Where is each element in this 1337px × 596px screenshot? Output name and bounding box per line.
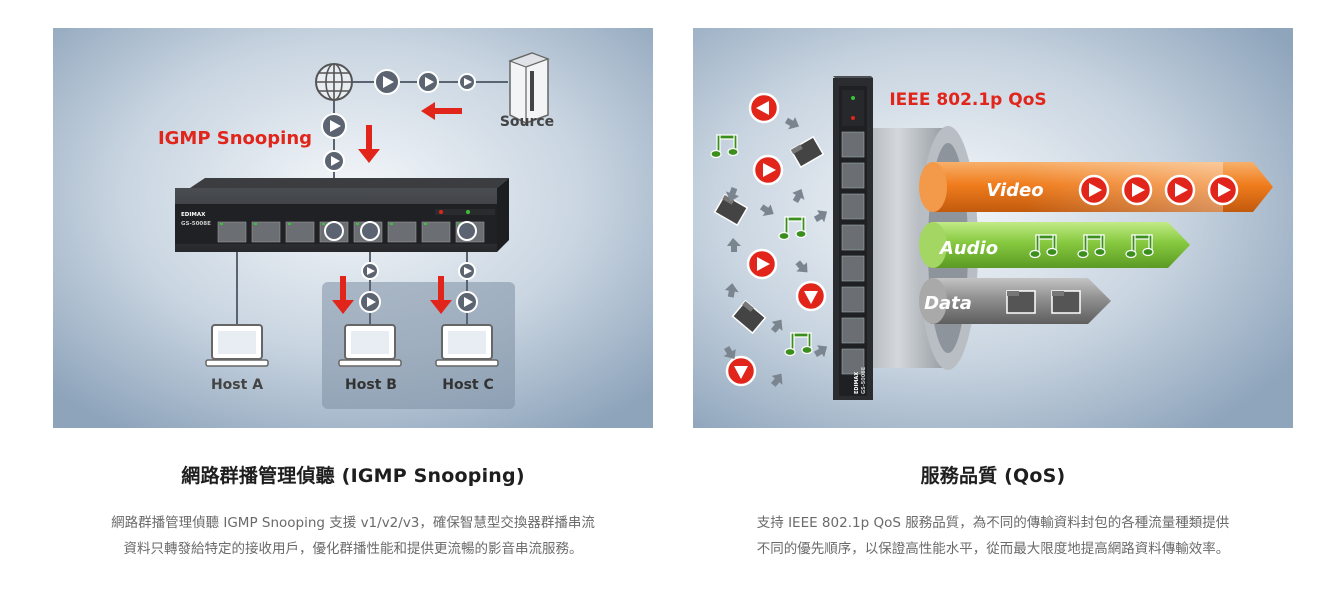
music-note-icon — [1029, 234, 1058, 259]
stream-packet-icon — [359, 291, 381, 313]
video-packet-icon — [1078, 174, 1110, 206]
qos-feature-description: 支持 IEEE 802.1p QoS 服務品質，為不同的傳輸資料封包的各種流量種… — [693, 510, 1293, 562]
music-note-icon — [1125, 234, 1154, 259]
laptop-icon — [435, 324, 499, 367]
folder-icon — [789, 135, 825, 169]
music-note-icon — [1077, 234, 1106, 259]
stream-packet-icon — [458, 73, 476, 91]
stream-packet-icon — [321, 113, 347, 139]
flow-arrow-left-icon — [421, 102, 462, 120]
video-packet-icon — [752, 154, 784, 186]
stream-packet-icon — [361, 262, 379, 280]
data-label: Data — [924, 293, 972, 314]
igmp-description-line: 網路群播管理偵聽 IGMP Snooping 支援 v1/v2/v3，確保智慧型… — [111, 515, 595, 531]
host-c-label: Host C — [442, 377, 494, 393]
host-b-label: Host B — [345, 377, 397, 393]
qos-description-line: 支持 IEEE 802.1p QoS 服務品質，為不同的傳輸資料封包的各種流量種… — [756, 515, 1230, 531]
igmp-feature-card: Source — [53, 28, 653, 562]
video-packet-icon — [1121, 174, 1153, 206]
stream-packet-icon — [456, 291, 478, 313]
igmp-feature-description: 網路群播管理偵聽 IGMP Snooping 支援 v1/v2/v3，確保智慧型… — [53, 510, 653, 562]
folder-icon — [1006, 290, 1036, 314]
igmp-snooping-illustration: Source — [53, 28, 653, 428]
qos-description-line: 不同的優先順序，以保證高性能水平，從而最大限度地提高網路資料傳輸效率。 — [756, 541, 1230, 557]
switch-model: GS-5008E — [861, 366, 867, 394]
stream-packet-icon — [374, 69, 400, 95]
qos-label: IEEE 802.1p QoS — [889, 90, 1046, 110]
source-label: Source — [500, 114, 554, 130]
video-packet-icon — [725, 355, 757, 387]
stream-packet-icon — [324, 221, 344, 241]
video-packet-icon — [1164, 174, 1196, 206]
switch-brand: EDIMAX — [181, 212, 206, 218]
host-a-label: Host A — [211, 377, 263, 393]
video-label: Video — [986, 180, 1043, 201]
stream-packet-icon — [323, 150, 345, 172]
laptop-icon — [205, 324, 269, 367]
source-server-icon — [508, 52, 550, 124]
folder-icon — [1051, 290, 1081, 314]
network-switch: EDIMAX GS-5008E — [175, 178, 509, 252]
qos-feature-card: Video Audio Data — [693, 28, 1293, 562]
video-packet-icon — [746, 248, 778, 280]
video-packet-icon — [795, 280, 827, 312]
music-note-icon — [784, 332, 813, 357]
globe-icon — [315, 63, 353, 101]
switch-brand: EDIMAX — [854, 372, 860, 394]
igmp-snooping-label: IGMP Snooping — [158, 128, 312, 149]
flow-arrow-icon — [723, 117, 828, 387]
stream-packet-icon — [360, 221, 380, 241]
qos-feature-title: 服務品質 (QoS) — [920, 465, 1066, 487]
qos-illustration: Video Audio Data — [693, 28, 1293, 428]
folder-icon — [731, 299, 767, 335]
music-note-icon — [710, 134, 739, 159]
stream-packet-icon — [457, 221, 477, 241]
video-packet-icon — [1207, 174, 1239, 206]
laptop-icon — [338, 324, 402, 367]
switch-model: GS-5008E — [181, 221, 211, 227]
flow-arrow-down-icon — [332, 276, 354, 314]
audio-priority-tube — [919, 222, 1190, 268]
stream-packet-icon — [458, 262, 476, 280]
network-switch: EDIMAX GS-5008E — [833, 76, 873, 400]
video-packet-icon — [748, 92, 780, 124]
audio-label: Audio — [938, 238, 998, 259]
stream-packet-icon — [417, 71, 439, 93]
folder-icon — [713, 193, 749, 227]
flow-arrow-down-icon — [430, 276, 452, 314]
flow-arrow-down-icon — [358, 125, 380, 163]
igmp-feature-title: 網路群播管理偵聽 (IGMP Snooping) — [181, 465, 525, 487]
music-note-icon — [778, 216, 807, 241]
igmp-description-line: 資料只轉發給特定的接收用戶，優化群播性能和提供更流暢的影音串流服務。 — [123, 541, 583, 557]
